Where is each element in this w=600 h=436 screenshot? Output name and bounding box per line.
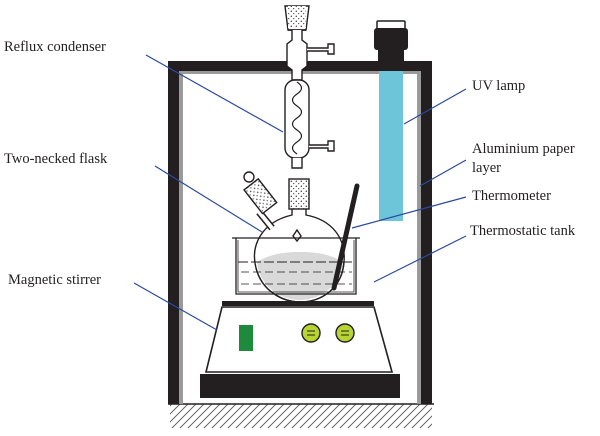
label-reflux-condenser: Reflux condenser	[4, 39, 106, 55]
label-magnetic-stirrer: Magnetic stirrer	[8, 272, 101, 288]
label-two-necked-flask: Two-necked flask	[4, 151, 108, 167]
label-thermostatic-tank: Thermostatic tank	[470, 223, 576, 239]
label-aluminium-layer: layer	[472, 160, 501, 176]
thermostatic-tank	[232, 237, 360, 295]
stirrer-knob-left	[301, 323, 321, 343]
stirrer-knob-right	[335, 323, 355, 343]
reflux-condenser	[284, 5, 335, 169]
two-necked-flask	[243, 171, 345, 303]
leader-uv-lamp	[403, 88, 467, 125]
leader-reflux-condenser	[145, 54, 284, 133]
magnetic-stirrer	[200, 301, 400, 398]
leader-two-necked-flask	[154, 165, 263, 233]
thermometer	[331, 183, 360, 291]
leader-thermostatic-tank	[373, 235, 467, 283]
leader-thermometer	[351, 196, 467, 229]
leader-magnetic-stirrer	[133, 282, 218, 331]
uv-lamp	[374, 20, 408, 221]
leader-aluminium-layer	[419, 159, 467, 187]
label-aluminium-paper: Aluminium paper	[472, 141, 575, 157]
label-thermometer: Thermometer	[472, 188, 551, 204]
ground-hatch	[170, 404, 432, 428]
label-uv-lamp: UV lamp	[472, 78, 525, 94]
